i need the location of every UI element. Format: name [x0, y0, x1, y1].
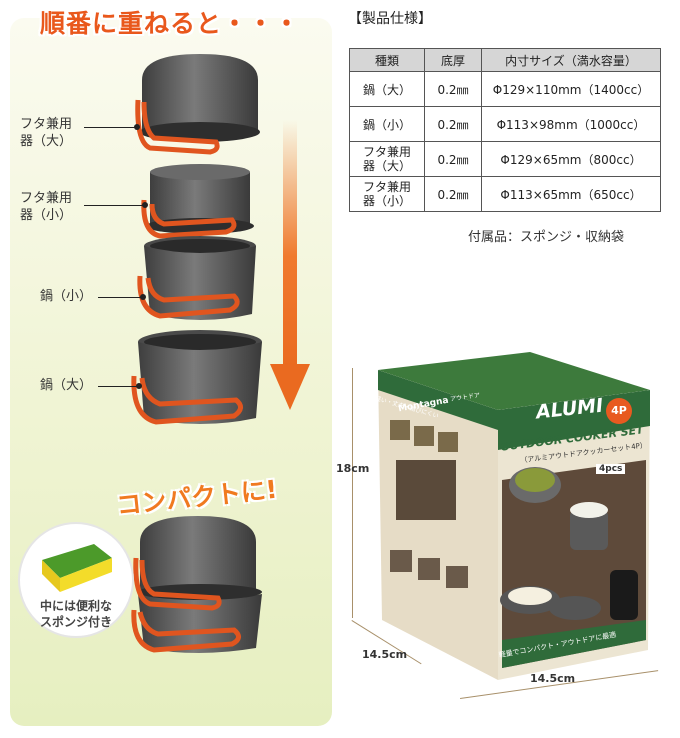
spec-col-type: 種類	[349, 48, 425, 72]
leader-pot-small	[98, 297, 142, 298]
height-dimension-line	[352, 368, 353, 618]
table-row: フタ兼用 器（小） 0.2㎜ Φ113×65mm（650cc）	[349, 176, 661, 212]
down-arrow-shaft	[283, 120, 297, 368]
leader-dot	[134, 124, 140, 130]
down-arrow-icon	[270, 364, 310, 410]
label-pot-small: 鍋（小）	[40, 289, 93, 304]
sponge-icon	[42, 544, 112, 592]
spec-size: Φ113×65mm（650cc）	[481, 176, 661, 212]
leader-dot	[136, 383, 142, 389]
spec-type: 鍋（大）	[349, 71, 425, 107]
label-lid-large: フタ兼用 器（大）	[20, 117, 73, 149]
box-top	[378, 352, 650, 410]
sponge-note: 中には便利な スポンジ付き	[39, 599, 112, 629]
spec-size: Φ113×98mm（1000cc）	[481, 106, 661, 142]
leader-lid-small	[84, 205, 144, 206]
spec-thickness: 0.2㎜	[424, 71, 482, 107]
lid-small-pot	[141, 164, 254, 239]
spec-table: 種類 底厚 内寸サイズ（満水容量） 鍋（大） 0.2㎜ Φ129×110mm（1…	[349, 48, 661, 212]
stacked-pots-illustration	[131, 54, 262, 425]
depth-dimension: 14.5cm	[362, 648, 408, 661]
spec-thickness: 0.2㎜	[424, 106, 482, 142]
product-box	[378, 352, 650, 680]
pot-small	[137, 236, 256, 320]
headline: 順番に重ねると・・・	[40, 9, 301, 38]
spec-thickness: 0.2㎜	[424, 141, 482, 177]
leader-lid-large	[84, 127, 136, 128]
compact-pots-illustration	[131, 516, 262, 653]
spec-col-thickness: 底厚	[424, 48, 482, 72]
leader-dot	[140, 294, 146, 300]
leader-pot-large	[98, 386, 138, 387]
spec-type: 鍋（小）	[349, 106, 425, 142]
box-pcs: 4pcs	[596, 464, 626, 474]
leader-dot	[142, 202, 148, 208]
spec-heading: 【製品仕様】	[348, 11, 432, 27]
spec-table-header: 種類 底厚 内寸サイズ（満水容量）	[349, 48, 661, 72]
table-row: フタ兼用 器（大） 0.2㎜ Φ129×65mm（800cc）	[349, 141, 661, 177]
lid-large-pot	[135, 54, 260, 155]
label-pot-large: 鍋（大）	[40, 378, 93, 393]
pot-large	[131, 330, 262, 425]
sponge-callout	[18, 522, 134, 638]
spec-size: Φ129×110mm（1400cc）	[481, 71, 661, 107]
table-row: 鍋（小） 0.2㎜ Φ113×98mm（1000cc）	[349, 106, 661, 142]
accessory-note: 付属品：スポンジ・収納袋	[468, 230, 625, 245]
label-lid-small: フタ兼用 器（小）	[20, 191, 73, 223]
spec-type: フタ兼用 器（小）	[349, 176, 425, 212]
height-dimension: 18cm	[336, 462, 370, 475]
spec-size: Φ129×65mm（800cc）	[481, 141, 661, 177]
box-badge: 4P	[606, 398, 632, 424]
spec-col-size: 内寸サイズ（満水容量）	[481, 48, 661, 72]
box-side	[378, 370, 498, 680]
table-row: 鍋（大） 0.2㎜ Φ129×110mm（1400cc）	[349, 71, 661, 107]
spec-thickness: 0.2㎜	[424, 176, 482, 212]
width-dimension: 14.5cm	[530, 672, 576, 685]
spec-type: フタ兼用 器（大）	[349, 141, 425, 177]
